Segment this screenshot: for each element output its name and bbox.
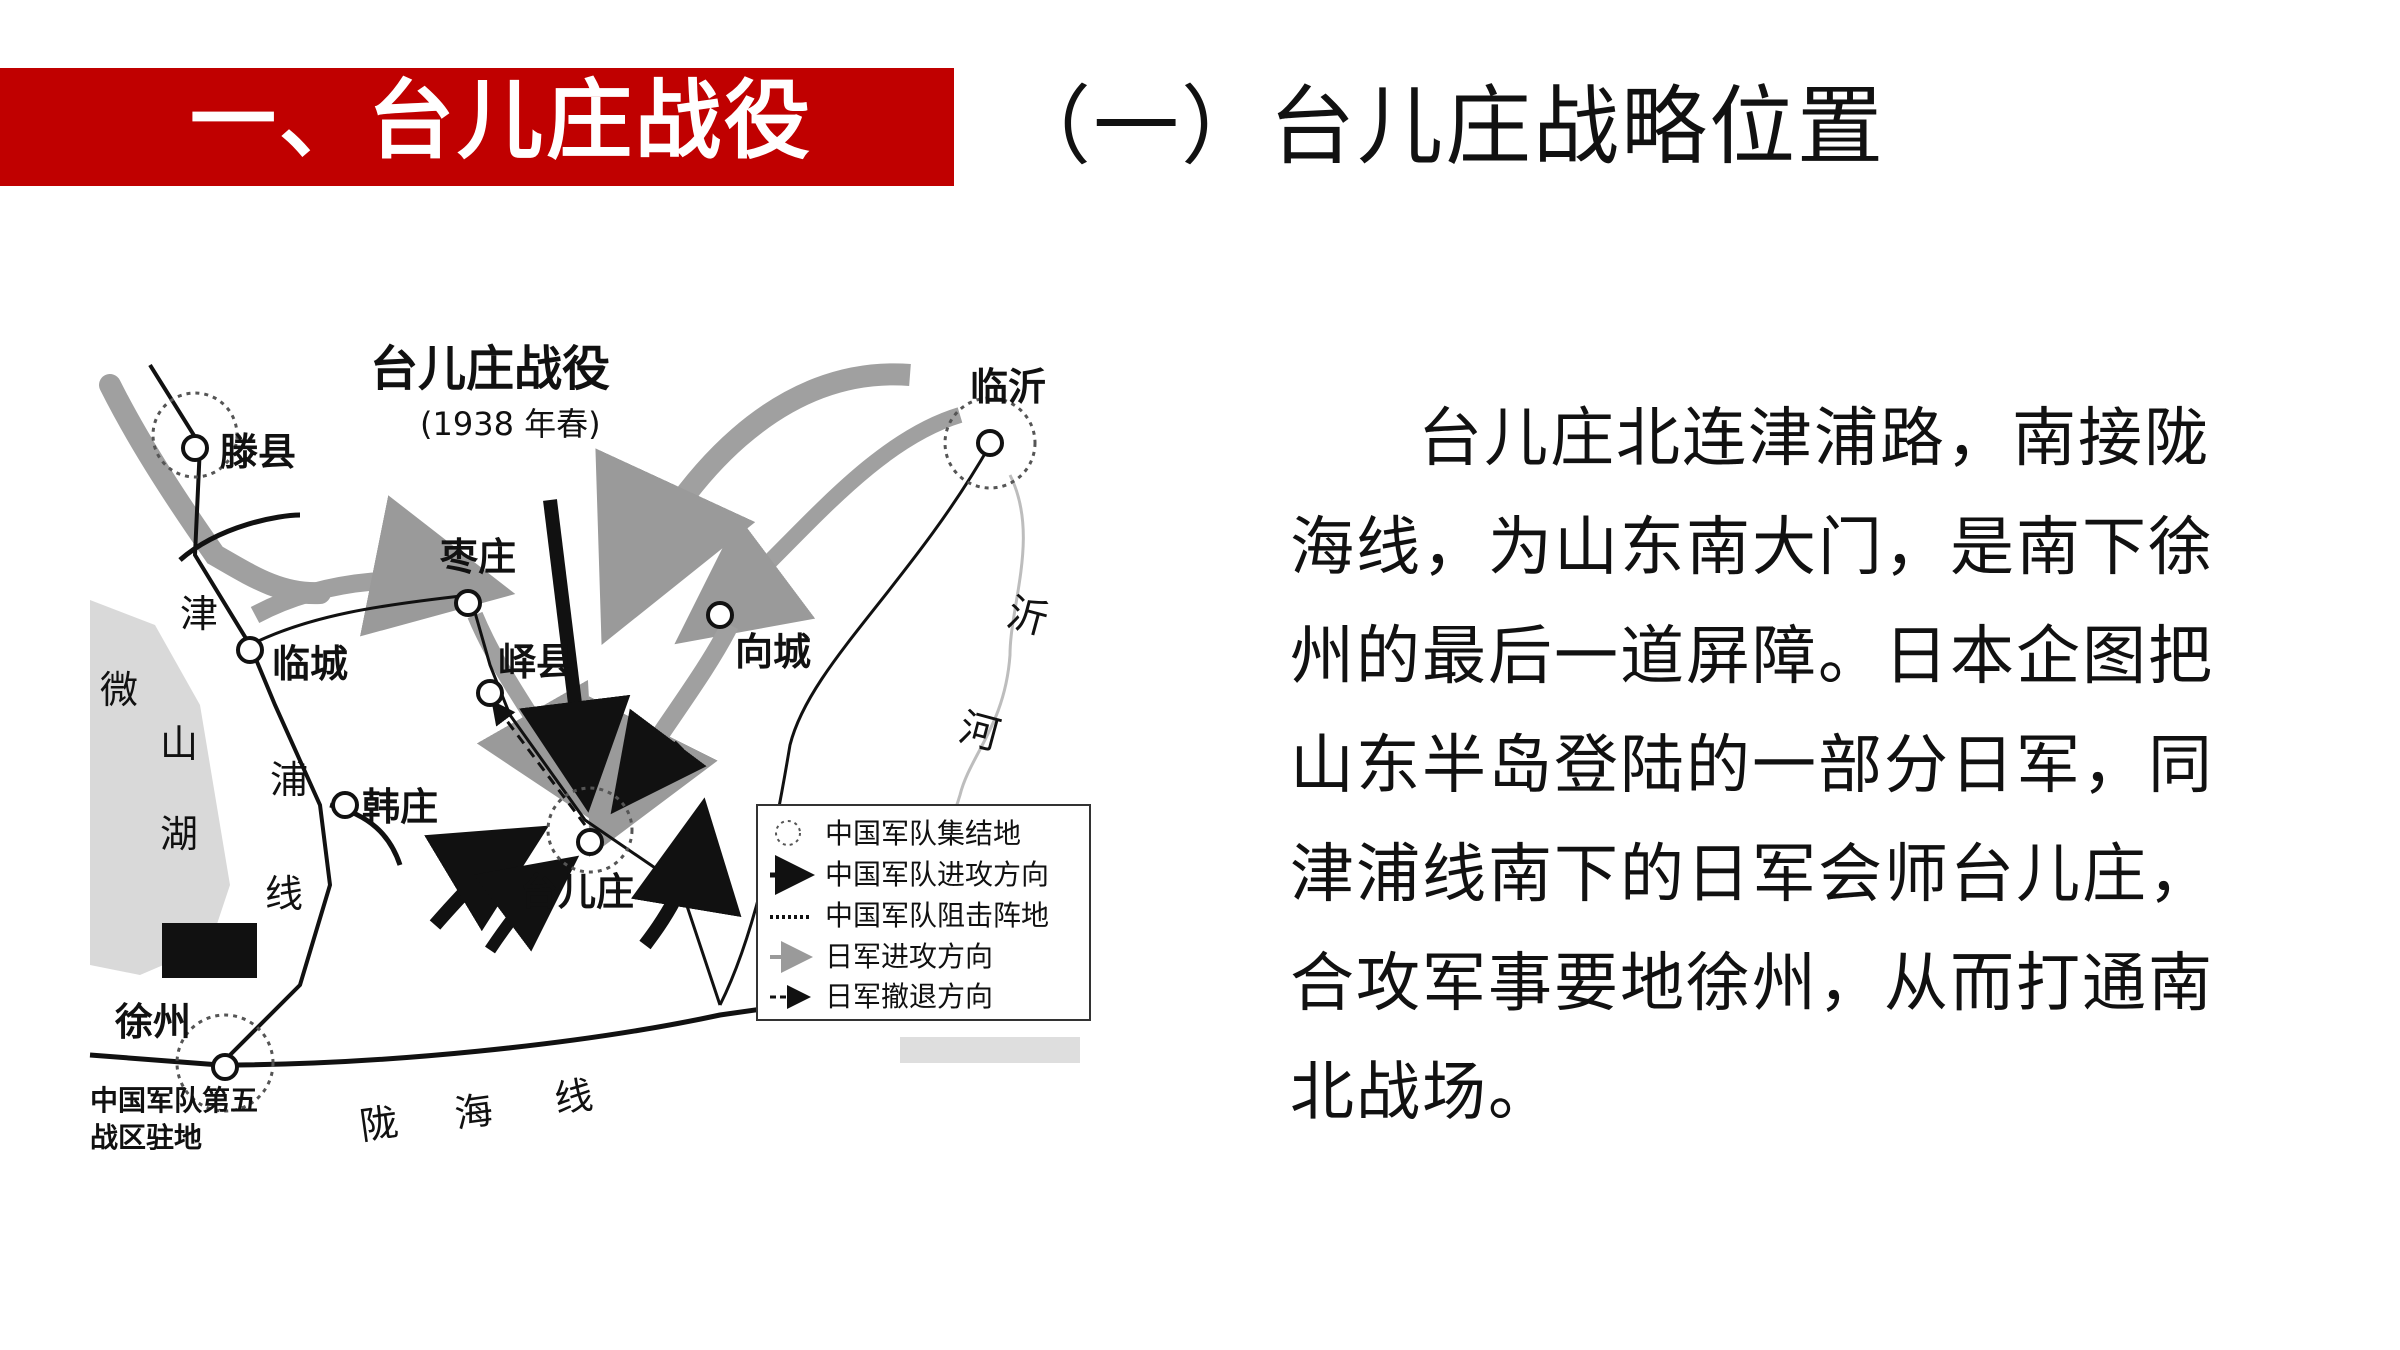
- place-label-yixian: 峄县: [498, 640, 574, 684]
- blocking-position: [178, 512, 301, 562]
- railway-label-char: 海: [452, 1088, 496, 1137]
- legend-item: 日军撤退方向: [825, 980, 993, 1013]
- legend-item: 中国军队阻击阵地: [825, 899, 1049, 932]
- town-node: [576, 828, 604, 856]
- assembly-area: [151, 391, 239, 479]
- japanese-arrow: [595, 363, 911, 645]
- place-label-xuzhou: 徐州: [114, 1000, 191, 1044]
- town-node: [236, 636, 264, 664]
- section-title: 一、台儿庄战役: [190, 71, 813, 171]
- place-label-xiangcheng: 向城: [735, 630, 811, 674]
- legend-item: 日军进攻方向: [825, 940, 993, 973]
- town-node: [211, 1053, 239, 1081]
- town-node: [331, 791, 359, 819]
- place-label-tengxian: 滕县: [220, 430, 296, 474]
- legend-item: 中国军队进攻方向: [825, 858, 1049, 891]
- map-legend: 中国军队集结地 中国军队进攻方向 中国军队阻击阵地 日军进攻方向 日军撤退方向: [756, 804, 1091, 1021]
- assembly-area: [943, 396, 1037, 490]
- branch-railway: [718, 444, 992, 1006]
- map-subtitle: (1938 年春): [420, 405, 601, 443]
- chinese-arrow: [519, 499, 631, 813]
- subsection-title: （一）台儿庄战略位置: [1005, 77, 1885, 177]
- map-title: 台儿庄战役: [370, 341, 610, 397]
- place-label-linyi: 临沂: [970, 365, 1046, 409]
- legend-assembly-symbol: [775, 820, 801, 846]
- town-node: [976, 429, 1004, 457]
- battle-map-graphic: 台儿庄战役 (1938 年春) 滕县 临沂 枣庄 峄县 向城 临城 韩庄 台儿庄…: [89, 341, 1091, 1154]
- legend-item: 中国军队集结地: [825, 817, 1021, 850]
- place-label-taierzhuang: 台儿庄: [520, 870, 634, 914]
- railway-label-char: 陇: [357, 1100, 401, 1149]
- place-label-hq-line2: 战区驻地: [90, 1121, 202, 1154]
- jinpu-railway: [148, 363, 333, 1067]
- town-node: [181, 434, 209, 462]
- place-label-hq-line1: 中国军队第五: [90, 1084, 258, 1117]
- longhai-railway: [89, 992, 861, 1068]
- japanese-arrow: [674, 407, 963, 645]
- japanese-retreat-arrow: [491, 700, 587, 826]
- assembly-area: [175, 1013, 275, 1113]
- weishan-lake: [90, 600, 230, 975]
- flag-icon: [162, 923, 257, 978]
- battle-map: 台儿庄战役 (1938 年春) 滕县 临沂 枣庄 峄县 向城 临城 韩庄 台儿庄…: [80, 325, 1120, 1195]
- japanese-arrow: [588, 620, 739, 858]
- chinese-arrow: [630, 797, 742, 950]
- place-label-lincheng: 临城: [272, 642, 348, 686]
- railway-label-char: 线: [265, 872, 303, 916]
- lake-label-char: 微: [100, 668, 138, 712]
- branch-railway: [249, 593, 722, 1006]
- town-node: [706, 601, 734, 629]
- section-banner: [0, 68, 954, 186]
- assembly-area: [546, 786, 634, 874]
- japanese-arrow: [250, 495, 516, 637]
- railway-label-char: 津: [180, 592, 218, 636]
- blurred-watermark: [900, 1037, 1080, 1063]
- lake-label-char: 湖: [160, 812, 198, 856]
- lake-label-char: 山: [160, 722, 198, 766]
- railway-label-char: 线: [552, 1073, 596, 1122]
- town-node: [476, 679, 504, 707]
- chinese-arrow: [610, 708, 707, 815]
- japanese-arrow: [99, 374, 331, 605]
- town-node: [454, 589, 482, 617]
- river-label-char: 河: [954, 705, 1005, 760]
- place-label-hanzhuang: 韩庄: [362, 785, 438, 829]
- place-label-zaozhuang: 枣庄: [439, 535, 516, 579]
- railway-label-char: 浦: [270, 758, 308, 802]
- chinese-arrow: [473, 855, 580, 954]
- body-paragraph: 台儿庄北连津浦路，南接陇海线，为山东南大门，是南下徐州的最后一道屏障。日本企图把…: [1290, 402, 2214, 1130]
